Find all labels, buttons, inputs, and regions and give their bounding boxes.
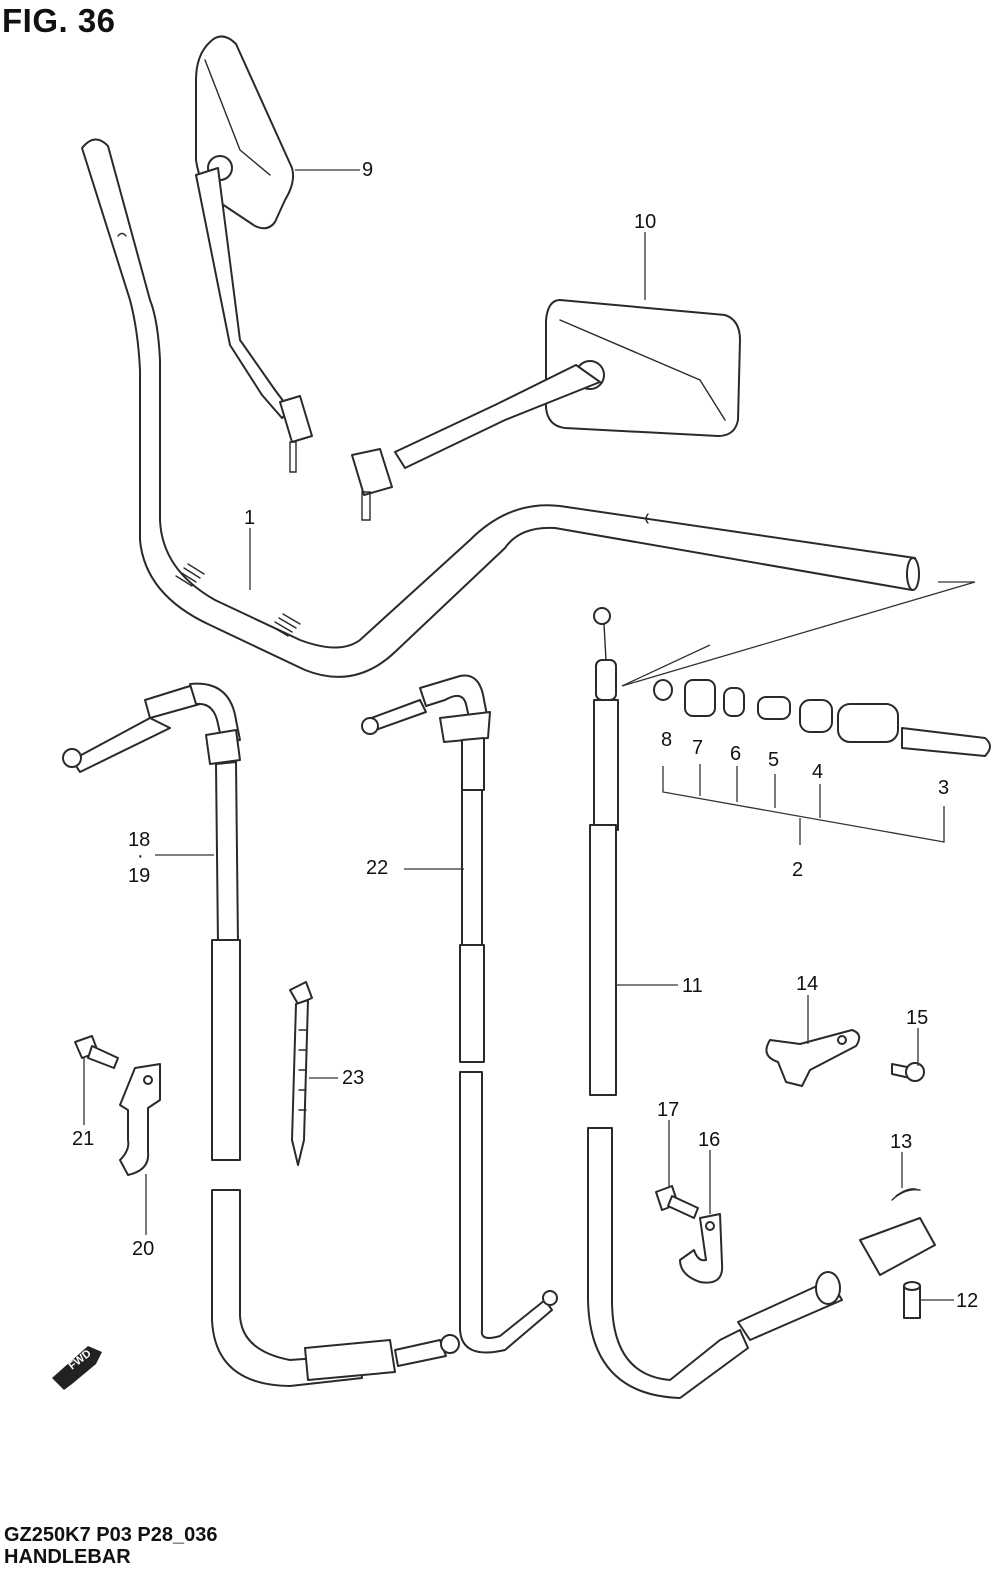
screw-15[interactable] [891, 1062, 925, 1082]
callout-6: 6 [730, 743, 741, 765]
leader-lines [83, 169, 954, 1301]
bolt-21[interactable] [74, 1035, 119, 1069]
balancer-bolt-3 [901, 727, 991, 757]
callout-17: 17 [657, 1099, 679, 1121]
model-code: GZ250K7 P03 P28_036 [4, 1524, 218, 1546]
callout-4: 4 [812, 761, 823, 783]
balancer-part-5 [757, 696, 791, 720]
clutch-cable[interactable] [62, 682, 460, 1387]
mirror-left[interactable] [195, 35, 313, 473]
callout-8: 8 [661, 729, 672, 751]
bracket-14[interactable] [765, 1029, 861, 1087]
balancer-part-6 [723, 687, 745, 717]
balancer-part-4 [799, 699, 833, 733]
callout-13: 13 [890, 1131, 912, 1153]
bracket-16[interactable] [679, 1213, 724, 1284]
callout-5: 5 [768, 749, 779, 771]
callout-23: 23 [342, 1067, 364, 1089]
bolt-17[interactable] [655, 1185, 699, 1219]
cable-tie-23[interactable] [289, 981, 313, 1166]
callout-1: 1 [244, 507, 255, 529]
callout-3: 3 [938, 777, 949, 799]
figure-title: FIG. 36 [2, 2, 116, 39]
callout-2: 2 [792, 859, 803, 881]
callout-10: 10 [634, 211, 656, 233]
section-name: HANDLEBAR [4, 1546, 131, 1568]
callout-14: 14 [796, 973, 818, 995]
pin-12[interactable] [903, 1281, 921, 1319]
callout-16: 16 [698, 1129, 720, 1151]
callout-15: 15 [906, 1007, 928, 1029]
callout-21: 21 [72, 1128, 94, 1150]
fwd-arrow-icon [52, 1346, 102, 1390]
balancer-weight-assembly[interactable] [621, 581, 991, 845]
pin-13[interactable] [891, 1188, 921, 1201]
callout-22: 22 [366, 857, 388, 879]
callout-12: 12 [956, 1290, 978, 1312]
balancer-part-8 [653, 679, 673, 701]
callout-18-19-dot: · [137, 845, 144, 867]
callout-11: 11 [682, 975, 703, 997]
callout-7: 7 [692, 737, 703, 759]
handlebar[interactable] [81, 138, 920, 678]
callouts: 9 10 1 8 7 6 5 4 3 2 18 · 19 22 11 14 15… [72, 159, 978, 1312]
callout-19: 19 [128, 865, 150, 887]
mirror-right[interactable] [351, 299, 741, 521]
clamp-20[interactable] [119, 1063, 161, 1176]
callout-18: 18 [128, 829, 150, 851]
callout-20: 20 [132, 1238, 154, 1260]
brake-cable[interactable] [587, 607, 936, 1399]
balancer-part-7 [684, 679, 716, 717]
callout-9: 9 [362, 159, 373, 181]
throttle-cable[interactable] [361, 674, 558, 1354]
